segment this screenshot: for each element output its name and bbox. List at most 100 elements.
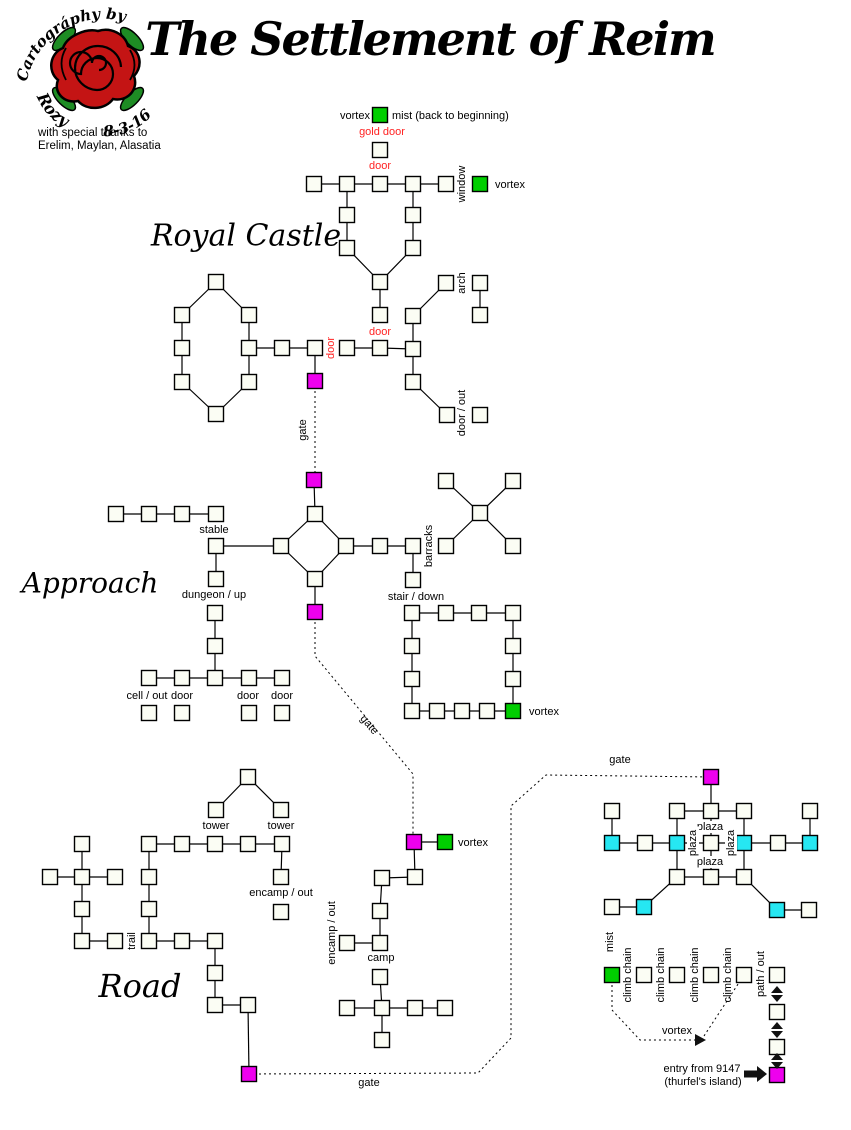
room: [404, 571, 422, 589]
room: [338, 339, 356, 357]
label-background: [693, 821, 727, 833]
room: [504, 670, 522, 688]
room: [769, 834, 787, 852]
room: [404, 239, 422, 257]
room: [73, 868, 91, 886]
room: [207, 570, 225, 588]
room-gate: [305, 471, 323, 489]
room: [273, 669, 291, 687]
map-label: path / out: [755, 951, 767, 997]
room: [373, 999, 391, 1017]
room-vortex: [504, 702, 522, 720]
room: [306, 339, 324, 357]
room: [207, 405, 225, 423]
rose-flower: [50, 28, 141, 110]
map-label: door: [237, 690, 259, 702]
room-vortex: [371, 106, 389, 124]
room: [404, 175, 422, 193]
logo-rose: Cartográphy by Rozy 8-3-16: [13, 5, 155, 141]
map-label: door: [171, 690, 193, 702]
room: [371, 934, 389, 952]
room-gate: [702, 768, 720, 786]
down-exit-icon: [771, 995, 783, 1002]
room: [768, 966, 786, 984]
room: [603, 802, 621, 820]
room: [735, 802, 753, 820]
map-label: vortex: [662, 1025, 692, 1037]
room: [306, 505, 324, 523]
room: [106, 932, 124, 950]
room: [404, 537, 422, 555]
room-plaza: [603, 834, 621, 852]
room: [437, 472, 455, 490]
room: [206, 669, 224, 687]
rose-swirl: [68, 44, 123, 92]
room-gate: [768, 1066, 786, 1084]
map-label: climb chain: [655, 947, 667, 1002]
room: [371, 175, 389, 193]
room: [173, 306, 191, 324]
map-label: door: [325, 337, 337, 359]
room-connection: [247, 1004, 250, 1075]
map-label: door: [271, 690, 293, 702]
room: [403, 637, 421, 655]
room: [206, 964, 224, 982]
room: [471, 306, 489, 324]
map-label: gate: [297, 419, 309, 440]
entry-arrow-icon: [757, 1066, 767, 1082]
room: [206, 604, 224, 622]
room: [371, 537, 389, 555]
gate-path: [314, 612, 414, 842]
room: [240, 704, 258, 722]
room: [173, 373, 191, 391]
room-plaza: [735, 834, 753, 852]
room: [735, 966, 753, 984]
room: [437, 604, 455, 622]
map-label: arch: [456, 272, 468, 293]
room: [471, 406, 489, 424]
room: [406, 999, 424, 1017]
room: [240, 373, 258, 391]
room: [603, 898, 621, 916]
room: [272, 537, 290, 555]
markers: [695, 986, 783, 1082]
map-label: vortex: [495, 179, 525, 191]
room: [239, 996, 257, 1014]
map-label: gold door: [359, 126, 405, 138]
map-label: barracks: [423, 524, 435, 567]
room: [668, 966, 686, 984]
map-label: plaza: [697, 821, 724, 833]
room: [437, 175, 455, 193]
gate-path: [248, 774, 712, 1075]
room: [504, 604, 522, 622]
map-label: encamp / out: [326, 901, 338, 965]
room: [206, 932, 224, 950]
map-label: door: [369, 326, 391, 338]
room: [207, 801, 225, 819]
map-label: tower: [268, 820, 295, 832]
room: [305, 175, 323, 193]
down-exit-icon: [771, 1062, 783, 1069]
map-label: stable: [199, 524, 228, 536]
room: [273, 339, 291, 357]
map-label: encamp / out: [249, 887, 313, 899]
map-label: climb chain: [622, 947, 634, 1002]
map-label: door: [369, 160, 391, 172]
room: [373, 869, 391, 887]
room: [428, 702, 446, 720]
section-label: Approach: [19, 567, 159, 600]
room: [140, 505, 158, 523]
room: [436, 999, 454, 1017]
room-vortex: [436, 833, 454, 851]
room: [702, 868, 720, 886]
gate-path: [703, 974, 745, 1037]
room: [768, 1038, 786, 1056]
room: [272, 903, 290, 921]
room: [173, 704, 191, 722]
room: [438, 406, 456, 424]
room-plaza: [768, 901, 786, 919]
room: [403, 604, 421, 622]
room: [207, 537, 225, 555]
map-label: (thurfel's island): [664, 1076, 741, 1088]
